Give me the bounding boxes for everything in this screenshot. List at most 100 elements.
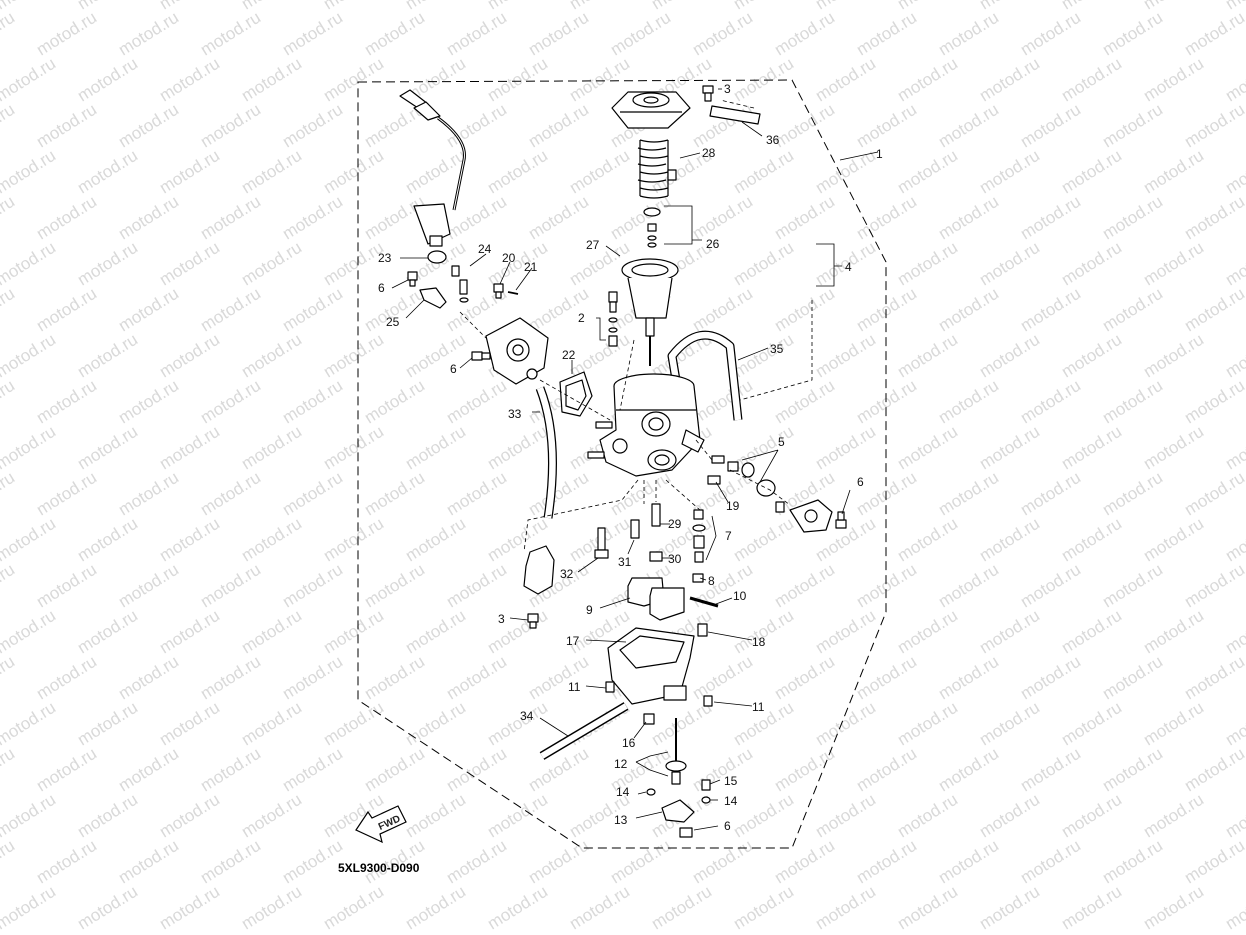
- watermark-text: motod.ru: [935, 468, 1002, 520]
- callout-32: 32: [560, 567, 574, 581]
- watermark-text: motod.ru: [0, 422, 59, 474]
- watermark-text: motod.ru: [771, 744, 838, 796]
- watermark-text: motod.ru: [279, 376, 346, 428]
- watermark-text: motod.ru: [402, 882, 469, 934]
- watermark-text: motod.ru: [1058, 422, 1125, 474]
- watermark-text: motod.ru: [730, 330, 797, 382]
- watermark-text: motod.ru: [33, 8, 100, 60]
- watermark-text: motod.ru: [320, 238, 387, 290]
- watermark-text: motod.ru: [689, 744, 756, 796]
- callout-14-left: 14: [616, 785, 630, 799]
- watermark-text: motod.ru: [853, 560, 920, 612]
- watermark-text: motod.ru: [156, 514, 223, 566]
- watermark-text: motod.ru: [853, 744, 920, 796]
- callout-numbers: 1 2 3 3 4 5 6 6 6 6 7 8 9 10 11 11 12 13…: [378, 82, 883, 833]
- float-chamber: [607, 623, 708, 705]
- watermark-text: motod.ru: [976, 882, 1043, 934]
- watermark-text: motod.ru: [1017, 652, 1084, 704]
- watermark-text: motod.ru: [1140, 146, 1207, 198]
- watermark-text: motod.ru: [894, 882, 961, 934]
- watermark-text: motod.ru: [935, 284, 1002, 336]
- watermark-text: motod.ru: [1181, 468, 1246, 520]
- watermark-text: motod.ru: [320, 146, 387, 198]
- watermark-text: motod.ru: [812, 790, 879, 842]
- callout-21: 21: [524, 260, 538, 274]
- watermark-text: motod.ru: [566, 882, 633, 934]
- watermark-text: motod.ru: [607, 192, 674, 244]
- watermark-text: motod.ru: [238, 422, 305, 474]
- watermark-text: motod.ru: [156, 606, 223, 658]
- watermark-text: motod.ru: [33, 560, 100, 612]
- callout-6-right: 6: [857, 475, 864, 489]
- pump-cover: [661, 799, 695, 823]
- watermark-text: motod.ru: [730, 882, 797, 934]
- watermark-text: motod.ru: [279, 744, 346, 796]
- watermark-text: motod.ru: [976, 790, 1043, 842]
- callout-19: 19: [726, 499, 740, 513]
- callout-17: 17: [566, 634, 580, 648]
- watermark-text: motod.ru: [894, 698, 961, 750]
- callout-18: 18: [752, 635, 766, 649]
- watermark-text: motod.ru: [1017, 8, 1084, 60]
- watermark-text: motod.ru: [812, 422, 879, 474]
- watermark-text: motod.ru: [320, 514, 387, 566]
- watermark-text: motod.ru: [0, 560, 18, 612]
- watermark-text: motod.ru: [74, 422, 141, 474]
- watermark-text: motod.ru: [484, 54, 551, 106]
- watermark-text: motod.ru: [197, 560, 264, 612]
- watermark-text: motod.ru: [1058, 882, 1125, 934]
- callout-1: 1: [876, 147, 883, 161]
- watermark-text: motod.ru: [238, 606, 305, 658]
- watermark-text: motod.ru: [935, 652, 1002, 704]
- watermark-text: motod.ru: [402, 514, 469, 566]
- watermark-text: motod.ru: [320, 54, 387, 106]
- watermark-text: motod.ru: [730, 238, 797, 290]
- watermark-text: motod.ru: [525, 284, 592, 336]
- watermark-text: motod.ru: [894, 146, 961, 198]
- watermark-text: motod.ru: [115, 468, 182, 520]
- watermark-text: motod.ru: [1222, 882, 1246, 934]
- watermark-text: motod.ru: [812, 146, 879, 198]
- watermark-text: motod.ru: [771, 376, 838, 428]
- starter-cable: [399, 89, 466, 247]
- watermark-text: motod.ru: [279, 652, 346, 704]
- callout-14-right: 14: [724, 794, 738, 808]
- watermark-text: motod.ru: [320, 698, 387, 750]
- watermark-text: motod.ru: [1140, 882, 1207, 934]
- watermark-text: motod.ru: [484, 238, 551, 290]
- watermark-text: motod.ru: [0, 330, 59, 382]
- watermark-text: motod.ru: [1222, 330, 1246, 382]
- watermark-text: motod.ru: [443, 376, 510, 428]
- watermark-text: motod.ru: [1222, 238, 1246, 290]
- bracket-plate: [709, 105, 761, 125]
- watermark-text: motod.ru: [361, 560, 428, 612]
- watermark-text: motod.ru: [402, 330, 469, 382]
- watermark-text: motod.ru: [238, 698, 305, 750]
- watermark-text: motod.ru: [525, 468, 592, 520]
- callout-34: 34: [520, 709, 534, 723]
- watermark-text: motod.ru: [935, 192, 1002, 244]
- watermark-text: motod.ru: [1099, 560, 1166, 612]
- watermark-text: motod.ru: [33, 192, 100, 244]
- callout-29: 29: [668, 517, 682, 531]
- callout-11-right: 11: [752, 700, 765, 714]
- watermark-text: motod.ru: [74, 606, 141, 658]
- watermark-text: motod.ru: [771, 652, 838, 704]
- watermark-text: motod.ru: [1181, 192, 1246, 244]
- watermark-text: motod.ru: [1140, 330, 1207, 382]
- watermark-text: motod.ru: [935, 836, 1002, 888]
- watermark-text: motod.ru: [238, 54, 305, 106]
- watermark-text: motod.ru: [689, 560, 756, 612]
- watermark-text: motod.ru: [525, 192, 592, 244]
- watermark-text: motod.ru: [115, 100, 182, 152]
- watermark-text: motod.ru: [0, 376, 18, 428]
- watermark-text: motod.ru: [1017, 468, 1084, 520]
- watermark-text: motod.ru: [197, 468, 264, 520]
- watermark-text: motod.ru: [0, 284, 18, 336]
- watermark-text: motod.ru: [976, 698, 1043, 750]
- callout-35: 35: [770, 342, 784, 356]
- watermark-text: motod.ru: [1099, 284, 1166, 336]
- watermark-text: motod.ru: [1222, 514, 1246, 566]
- callout-16: 16: [622, 736, 636, 750]
